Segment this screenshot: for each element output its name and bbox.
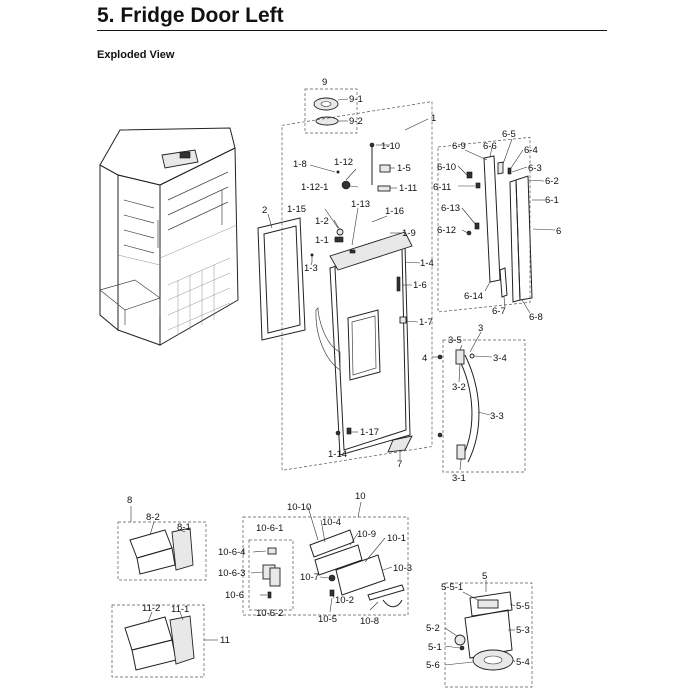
label-1-7: 1-7 [419, 317, 433, 328]
section-heading: Exploded View [97, 49, 175, 61]
label-3-5: 3-5 [448, 335, 462, 346]
part-11-group [111, 604, 218, 678]
label-5-1: 5-1 [428, 642, 442, 653]
label-10-10: 10-10 [287, 502, 311, 513]
part-8-group [117, 506, 207, 581]
label-6-5: 6-5 [502, 129, 516, 140]
label-10-6-1: 10-6-1 [256, 523, 283, 534]
part-9-group [304, 88, 358, 134]
label-10-2: 10-2 [335, 595, 354, 606]
label-1-9: 1-9 [402, 228, 416, 239]
label-6-12: 6-12 [437, 225, 456, 236]
title-rule [97, 30, 607, 31]
label-6-7: 6-7 [492, 306, 506, 317]
label-6-14: 6-14 [464, 291, 483, 302]
label-10-1: 10-1 [387, 533, 406, 544]
label-6-2: 6-2 [545, 176, 559, 187]
label-1-11: 1-11 [399, 183, 417, 194]
label-1-6: 1-6 [413, 280, 427, 291]
page-title: 5. Fridge Door Left [97, 4, 284, 27]
label-6-4: 6-4 [524, 145, 538, 156]
fridge-cabinet-illustration [99, 127, 239, 346]
label-8-1: 8-1 [177, 522, 191, 533]
label-1-3: 1-3 [304, 263, 318, 274]
label-10-9: 10-9 [357, 529, 376, 540]
part-6-group [437, 136, 556, 314]
label-8-2: 8-2 [146, 512, 160, 523]
label-1-13: 1-13 [351, 199, 370, 210]
label-1-2: 1-2 [315, 216, 329, 227]
label-6-11: 6-11 [433, 182, 451, 193]
label-6-8: 6-8 [529, 312, 543, 323]
part-3-handle [432, 331, 526, 473]
part-10-group [242, 501, 409, 616]
label-1-15: 1-15 [287, 204, 306, 215]
label-10-3: 10-3 [393, 563, 412, 574]
label-4: 4 [422, 353, 427, 364]
label-5-2: 5-2 [426, 623, 440, 634]
part-5-group [444, 580, 533, 688]
label-7: 7 [397, 459, 402, 470]
label-10-6: 10-6 [225, 590, 244, 601]
label-1-12: 1-12 [334, 157, 353, 168]
label-5-5-1: 5-5-1 [441, 582, 463, 593]
label-5-3: 5-3 [516, 625, 530, 636]
label-2: 2 [262, 205, 267, 216]
part-7 [387, 435, 413, 460]
label-3: 3 [478, 323, 483, 334]
label-10-6-3: 10-6-3 [218, 568, 245, 579]
label-6-13: 6-13 [441, 203, 460, 214]
label-10-4: 10-4 [322, 517, 341, 528]
label-6-1: 6-1 [545, 195, 559, 206]
door-assembly-1 [281, 101, 433, 471]
label-1-5: 1-5 [397, 163, 411, 174]
label-6: 6 [556, 226, 561, 237]
label-1: 1 [431, 113, 436, 124]
label-1-8: 1-8 [293, 159, 307, 170]
label-3-2: 3-2 [452, 382, 466, 393]
label-1-14: 1-14 [328, 449, 347, 460]
label-9-2: 9-2 [349, 116, 363, 127]
label-10-6-4: 10-6-4 [218, 547, 245, 558]
label-1-12-1: 1-12-1 [301, 182, 328, 193]
label-3-4: 3-4 [493, 353, 507, 364]
label-10: 10 [355, 491, 366, 502]
label-1-4: 1-4 [420, 258, 434, 269]
label-11-2: 11-2 [142, 603, 160, 614]
label-3-1: 3-1 [452, 473, 466, 484]
label-8: 8 [127, 495, 132, 506]
label-5-5: 5-5 [516, 601, 530, 612]
label-10-8: 10-8 [360, 616, 379, 627]
label-5-4: 5-4 [516, 657, 530, 668]
label-11-1: 11-1 [171, 604, 189, 615]
callout-labels: 9 9-1 9-2 1 1-10 1-8 1-12 1-5 1-12-1 1-1… [127, 77, 561, 671]
label-10-5: 10-5 [318, 614, 337, 625]
label-1-16: 1-16 [385, 206, 404, 217]
label-6-10: 6-10 [437, 162, 456, 173]
label-9-1: 9-1 [349, 94, 363, 105]
label-6-3: 6-3 [528, 163, 542, 174]
label-11: 11 [220, 635, 230, 646]
label-9: 9 [322, 77, 327, 88]
label-1-10: 1-10 [381, 141, 400, 152]
label-5-6: 5-6 [426, 660, 440, 671]
label-1-1: 1-1 [315, 235, 329, 246]
label-10-6-2: 10-6-2 [256, 608, 283, 619]
label-6-9: 6-9 [452, 141, 466, 152]
label-3-3: 3-3 [490, 411, 504, 422]
door-gasket-2 [257, 213, 306, 341]
label-5: 5 [482, 571, 487, 582]
label-1-17: 1-17 [360, 427, 379, 438]
label-6-6: 6-6 [483, 141, 497, 152]
label-10-7: 10-7 [300, 572, 319, 583]
